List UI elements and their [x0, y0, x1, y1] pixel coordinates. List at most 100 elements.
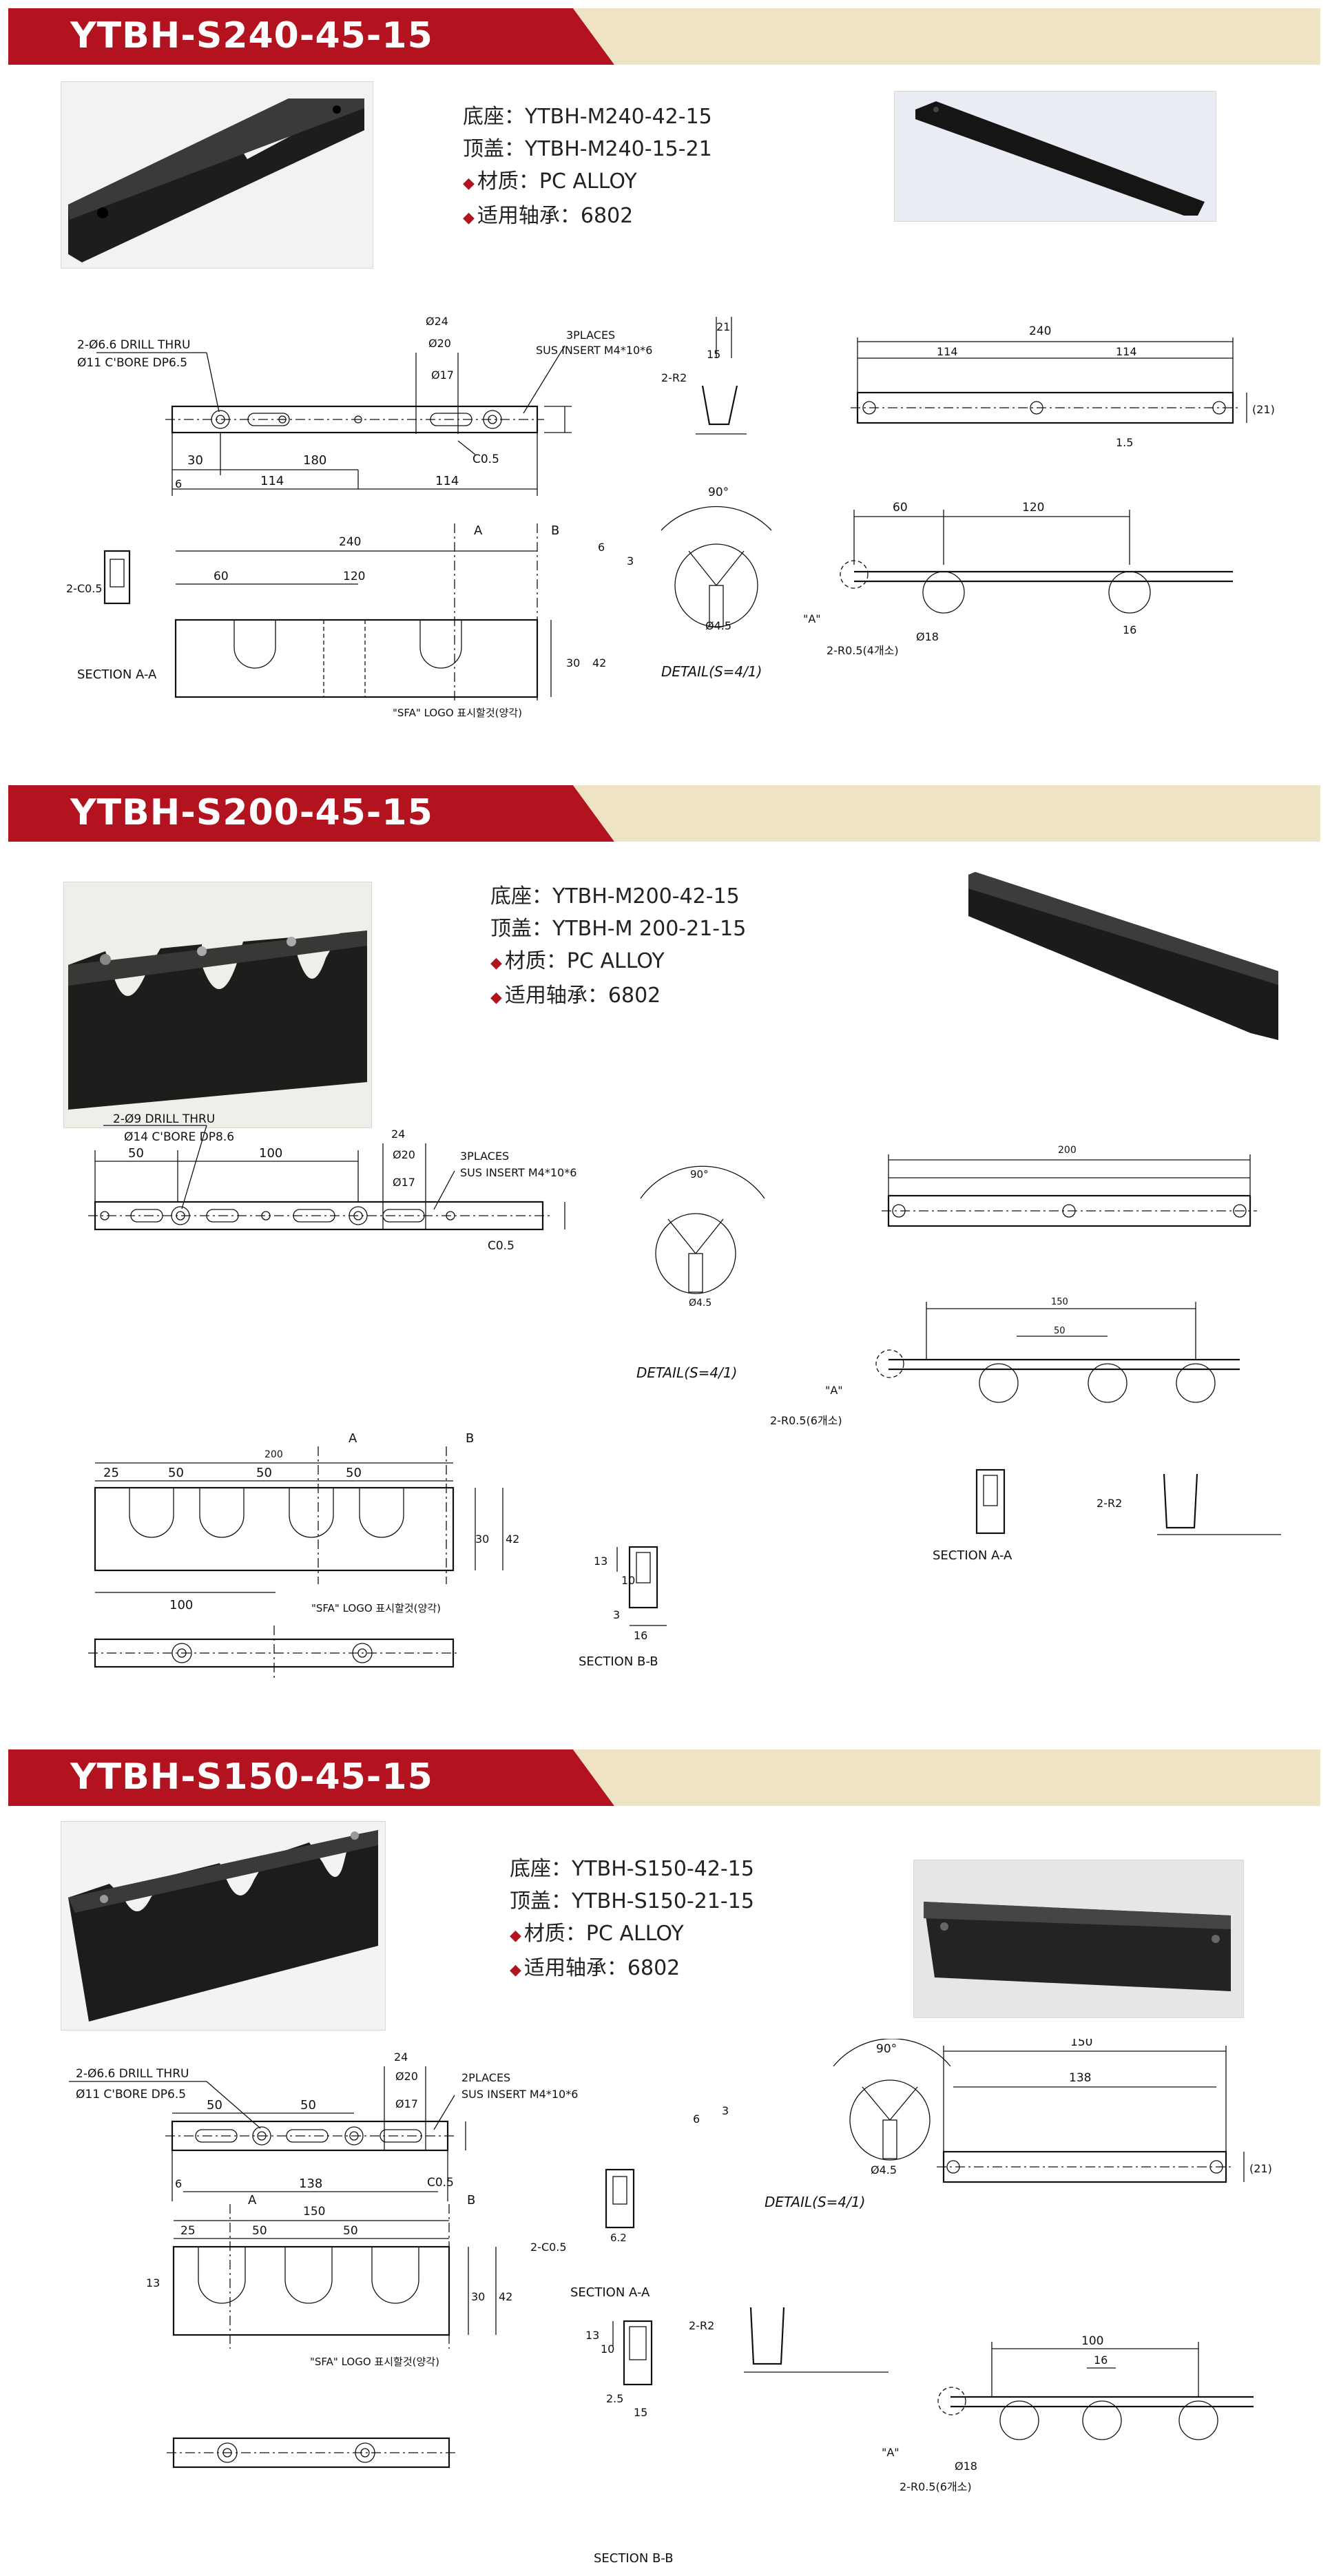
side-dim-21: 21: [716, 320, 730, 333]
dim-24: 24: [391, 1128, 405, 1141]
spec-list: 底座：YTBH-S150-42-15 顶盖：YTBH-S150-21-15 ◆材…: [510, 1853, 754, 1986]
detail-hole: Ø4.5: [689, 1298, 711, 1309]
spec-material: 材质：PC ALLOY: [504, 949, 665, 973]
banner-red-band: [8, 1749, 614, 1806]
technical-drawing: 2-Ø6.6 DRILL THRU Ø11 C'BORE DP6.5 3PLAC…: [66, 315, 1275, 719]
front-dim-50-a: 50: [252, 2224, 267, 2238]
product-photo-base: [61, 1821, 386, 2030]
right-dim-1-5: 1.5: [1116, 436, 1133, 449]
dim-phi17: Ø17: [431, 368, 454, 382]
height-30: 30: [566, 656, 580, 669]
detail-h3: 3: [627, 554, 634, 568]
spec-bearing-row: ◆适用轴承：6802: [510, 1952, 754, 1986]
right-dim-100: 100: [1081, 2334, 1103, 2348]
cover-radius: 2-R2: [1097, 1497, 1122, 1510]
bb-h10: 10: [601, 2343, 614, 2356]
bb-h10: 10: [621, 1574, 635, 1587]
front-overall-150: 150: [303, 2205, 325, 2219]
bb-h25: 2.5: [606, 2392, 623, 2405]
dim-phi20: Ø20: [428, 337, 451, 350]
height-30: 30: [471, 2290, 485, 2303]
insert-note: SUS INSERT M4*10*6: [536, 344, 652, 357]
section-title: YTBH-S200-45-15: [70, 792, 433, 833]
detail-label: DETAIL(S=4/1): [636, 1364, 737, 1381]
dim-6: 6: [175, 477, 182, 490]
insert-places: 3PLACES: [566, 329, 615, 342]
front-dim-25: 25: [180, 2224, 196, 2238]
detail-h6: 6: [598, 541, 605, 554]
banner-red-band: [8, 785, 614, 842]
diamond-bullet-icon: ◆: [490, 989, 502, 1006]
right-overall-240: 240: [1029, 324, 1051, 338]
section-aa-label: SECTION A-A: [570, 2285, 650, 2300]
fillet-note: 2-R0.5(6개소): [770, 1414, 842, 1427]
right-side-21: (21): [1252, 403, 1275, 416]
front-dim-120: 120: [343, 570, 365, 583]
detail-angle: 90°: [708, 486, 729, 499]
dim-138: 138: [299, 2177, 322, 2191]
banner-red-band: [8, 8, 614, 65]
drill-note: 2-Ø9 DRILL THRU: [113, 1112, 215, 1126]
product-photo-cover: [913, 1860, 1244, 2018]
dim-6-2: 6.2: [610, 2232, 627, 2244]
front-dim-50-c: 50: [346, 1466, 362, 1480]
right-dim-150: 150: [1051, 1297, 1068, 1307]
chamfer2-label: 2-C0.5: [530, 2241, 567, 2254]
spec-list: 底座：YTBH-M200-42-15 顶盖：YTBH-M 200-21-15 ◆…: [490, 880, 746, 1014]
section-aa-label: SECTION A-A: [77, 667, 157, 682]
banner-beige-band: [573, 785, 1320, 842]
dim-24: 24: [394, 2050, 408, 2064]
spec-material: 材质：PC ALLOY: [477, 169, 637, 194]
spec-bearing-row: ◆适用轴承：6802: [463, 200, 712, 234]
fillet-note: 2-R0.5(6개소): [900, 2480, 972, 2493]
diamond-bullet-icon: ◆: [510, 1962, 521, 1979]
detail-h3: 3: [722, 2104, 729, 2117]
detail-hole: Ø4.5: [871, 2163, 897, 2177]
height-42: 42: [506, 1533, 519, 1546]
dim-50-a: 50: [207, 2098, 222, 2112]
drill-note: 2-Ø6.6 DRILL THRU: [76, 2067, 189, 2081]
detail-label: DETAIL(S=4/1): [661, 663, 762, 680]
dim-phi18: Ø18: [955, 2460, 977, 2473]
bb-h15: 15: [634, 2406, 647, 2419]
logo-note: "SFA" LOGO 표시할것(양각): [310, 2356, 439, 2368]
diamond-bullet-icon: ◆: [490, 955, 502, 972]
product-photo-cover: [962, 868, 1282, 1046]
right-overall-200: 200: [1058, 1145, 1077, 1156]
spec-material-row: ◆材质：PC ALLOY: [463, 165, 712, 200]
chamfer-label: C0.5: [488, 1239, 515, 1253]
side-radius: 2-R2: [661, 371, 687, 384]
spec-base: 底座：YTBH-S150-42-15: [510, 1857, 754, 1881]
section-bb-label: SECTION B-B: [579, 1654, 658, 1669]
height-42: 42: [592, 656, 606, 669]
section-title: YTBH-S240-45-15: [70, 15, 433, 56]
spec-cover: 顶盖：YTBH-S150-21-15: [510, 1889, 754, 1913]
front-dim-50-a: 50: [168, 1466, 184, 1480]
product-photo-cover: [894, 91, 1216, 222]
spec-cover: 顶盖：YTBH-M240-15-21: [463, 137, 712, 161]
spec-list: 底座：YTBH-M240-42-15 顶盖：YTBH-M240-15-21 ◆材…: [463, 101, 712, 234]
chamfer-aa: 2-C0.5: [66, 582, 103, 595]
spec-base: 底座：YTBH-M200-42-15: [490, 884, 740, 908]
detail-angle: 90°: [876, 2042, 897, 2056]
detail-a-marker: "A": [803, 612, 821, 625]
insert-note: SUS INSERT M4*10*6: [461, 2088, 578, 2101]
bb-h3: 3: [613, 1608, 620, 1621]
bb-h16: 16: [634, 1629, 647, 1642]
product-photo-base: [63, 882, 372, 1128]
arrow-a: A: [248, 2193, 257, 2208]
detail-a-marker: "A": [882, 2446, 900, 2459]
arrow-a: A: [474, 523, 483, 538]
technical-drawing: 2-Ø9 DRILL THRU Ø14 C'BORE DP8.6 50 100 …: [88, 1112, 1281, 1681]
logo-note: "SFA" LOGO 표시할것(양각): [393, 707, 522, 719]
height-42: 42: [499, 2290, 512, 2303]
right-dim-120: 120: [1022, 501, 1044, 515]
section-bb-label: SECTION B-B: [594, 2551, 674, 2566]
diamond-bullet-icon: ◆: [463, 175, 475, 192]
insert-note: SUS INSERT M4*10*6: [460, 1166, 576, 1179]
diamond-bullet-icon: ◆: [463, 209, 475, 227]
logo-note: "SFA" LOGO 표시할것(양각): [311, 1602, 441, 1614]
diamond-bullet-icon: ◆: [510, 1927, 521, 1944]
spec-base: 底座：YTBH-M240-42-15: [463, 105, 712, 129]
detail-angle: 90°: [690, 1168, 709, 1181]
